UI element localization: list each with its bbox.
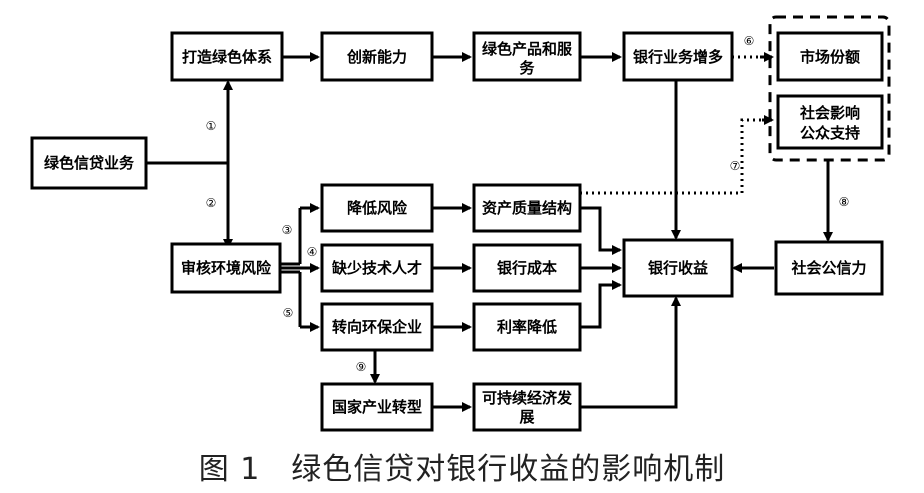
svg-text:绿色产品和服: 绿色产品和服: [482, 40, 573, 58]
svg-text:⑨: ⑨: [356, 360, 367, 374]
svg-text:银行业务增多: 银行业务增多: [633, 48, 723, 66]
node-reduce-risk: 降低风险: [320, 183, 434, 233]
node-social-credibility: 社会公信力: [774, 240, 884, 296]
svg-text:②: ②: [206, 196, 217, 210]
marker-6: ⑥: [744, 34, 755, 48]
svg-text:公众支持: 公众支持: [800, 124, 860, 142]
svg-text:社会影响: 社会影响: [799, 104, 860, 122]
svg-text:打造绿色体系: 打造绿色体系: [182, 48, 272, 66]
node-build-green-system: 打造绿色体系: [170, 31, 284, 82]
node-bank-income: 银行收益: [622, 238, 734, 298]
node-interest-rate-down: 利率降低: [472, 302, 582, 352]
svg-text:降低风险: 降低风险: [347, 199, 408, 217]
node-lack-talent: 缺少技术人才: [320, 243, 434, 293]
svg-text:展: 展: [519, 408, 534, 426]
svg-text:⑤: ⑤: [283, 306, 294, 320]
svg-text:资产质量结构: 资产质量结构: [482, 199, 572, 217]
svg-text:利率降低: 利率降低: [497, 318, 557, 336]
node-bank-business-growth: 银行业务增多: [622, 31, 734, 82]
marker-9: ⑨: [356, 360, 367, 374]
svg-text:社会公信力: 社会公信力: [790, 259, 866, 277]
marker-5: ⑤: [283, 306, 294, 320]
node-industry-transform: 国家产业转型: [320, 382, 434, 432]
svg-text:可持续经济发: 可持续经济发: [482, 389, 573, 407]
edge-rate-income: [580, 280, 622, 329]
node-innovation: 创新能力: [320, 31, 434, 82]
marker-8: ⑧: [839, 195, 850, 209]
svg-text:务: 务: [519, 59, 535, 77]
svg-text:市场份额: 市场份额: [800, 48, 860, 66]
marker-2: ②: [206, 196, 217, 210]
node-review-env-risk: 审核环境风险: [170, 242, 282, 294]
node-asset-quality: 资产质量结构: [472, 183, 582, 233]
svg-text:⑧: ⑧: [839, 195, 850, 209]
svg-text:创新能力: 创新能力: [346, 48, 407, 66]
node-green-credit: 绿色信贷业务: [30, 136, 148, 190]
edge-asset-income: [580, 206, 622, 255]
svg-text:⑥: ⑥: [744, 34, 755, 48]
node-social-influence: 社会影响 公众支持: [776, 94, 884, 150]
svg-text:④: ④: [307, 245, 318, 259]
marker-3: ③: [282, 223, 293, 237]
svg-text:①: ①: [206, 119, 217, 133]
node-turn-to-eco: 转向环保企业: [320, 302, 434, 352]
svg-text:缺少技术人才: 缺少技术人才: [331, 259, 422, 277]
edge-sustain-income: [580, 296, 681, 409]
node-bank-cost: 银行成本: [472, 243, 582, 293]
edge-asset-social: [580, 118, 762, 195]
marker-4: ④: [307, 245, 318, 259]
svg-text:⑦: ⑦: [730, 159, 741, 173]
svg-text:银行收益: 银行收益: [648, 259, 708, 277]
svg-text:银行成本: 银行成本: [497, 259, 557, 277]
node-market-share: 市场份额: [776, 31, 884, 82]
svg-text:审核环境风险: 审核环境风险: [181, 259, 272, 277]
figure-caption: 图 1 绿色信贷对银行收益的影响机制: [198, 452, 726, 487]
marker-7: ⑦: [730, 159, 741, 173]
edges: [146, 52, 833, 412]
svg-text:绿色信贷业务: 绿色信贷业务: [44, 154, 135, 172]
node-green-products: 绿色产品和服 务: [472, 31, 582, 82]
svg-text:国家产业转型: 国家产业转型: [332, 398, 422, 416]
marker-1: ①: [206, 119, 217, 133]
node-sustainable: 可持续经济发 展: [472, 382, 582, 432]
svg-text:转向环保企业: 转向环保企业: [332, 318, 422, 336]
svg-text:③: ③: [282, 223, 293, 237]
